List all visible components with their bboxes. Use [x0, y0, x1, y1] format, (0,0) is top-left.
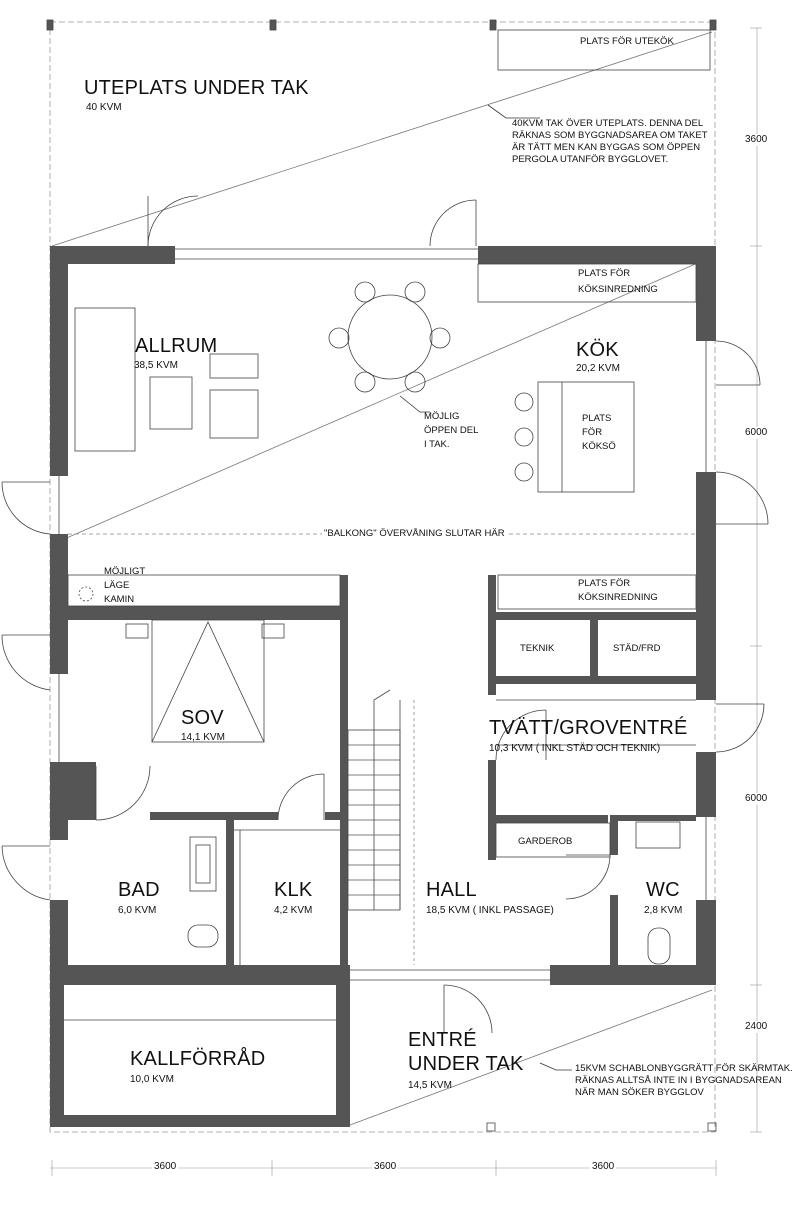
bad-area: 6,0 KVM: [118, 905, 157, 916]
kokso-1: PLATS: [582, 413, 612, 424]
uteplats-title: UTEPLATS UNDER TAK: [84, 77, 309, 99]
entre-note: 15KVM SCHABLONBYGGRÄTT FÖR SKÄRMTAK. RÄK…: [575, 1063, 793, 1098]
dim-bottom-3: 3600: [590, 1161, 617, 1173]
allrum-area: 38,5 KVM: [134, 360, 178, 371]
utekok-label: PLATS FÖR UTEKÖK: [580, 36, 674, 47]
kamin-3: KAMIN: [104, 594, 135, 605]
koksinredning-top-2: KÖKSINREDNING: [578, 284, 658, 295]
sov-name: SOV: [181, 707, 224, 729]
wc-area: 2,8 KVM: [644, 905, 683, 916]
wc-name: WC: [646, 879, 680, 901]
dim-bottom-1: 3600: [152, 1161, 179, 1173]
kok-name: KÖK: [576, 339, 619, 361]
koksinredning-top-1: PLATS FÖR: [578, 268, 631, 279]
koksinredning-mid-1: PLATS FÖR: [578, 578, 631, 589]
kamin-2: LÄGE: [104, 580, 130, 591]
teknik-label: TEKNIK: [520, 643, 555, 654]
stad-label: STÄD/FRD: [613, 643, 661, 654]
kallforrad-area: 10,0 KVM: [130, 1074, 174, 1085]
koksinredning-mid-2: KÖKSINREDNING: [578, 592, 658, 603]
kallforrad-name: KALLFÖRRÅD: [130, 1048, 266, 1070]
klk-area: 4,2 KVM: [274, 905, 313, 916]
oppen-3: I TAK.: [424, 439, 450, 450]
roof-diagonals: [51, 31, 713, 1126]
bad-name: BAD: [118, 879, 160, 901]
entre-title-2: UNDER TAK: [408, 1053, 524, 1075]
dim-bottom-2: 3600: [372, 1161, 399, 1173]
allrum-name: ALLRUM: [135, 335, 218, 357]
kokso-2: FÖR: [582, 427, 603, 438]
tak-note: 40KVM TAK ÖVER UTEPLATS. DENNA DEL RÄKNA…: [512, 118, 708, 165]
kok-area: 20,2 KVM: [576, 363, 620, 374]
walls: [50, 246, 716, 1127]
tvatt-area: 10,3 KVM ( INKL STÄD OCH TEKNIK): [489, 743, 661, 754]
tvatt-name: TVÄTT/GROVENTRÉ: [489, 717, 688, 739]
uteplats-area: 40 KVM: [86, 102, 122, 113]
dim-right-4: 2400: [745, 1021, 768, 1033]
sov-area: 14,1 KVM: [181, 732, 225, 743]
entre-area: 14,5 KVM: [408, 1080, 452, 1091]
kamin-1: MÖJLIGT: [104, 566, 146, 577]
dim-right-3: 6000: [745, 793, 768, 805]
dim-right-2: 6000: [745, 427, 768, 439]
garderob-label: GARDEROB: [518, 836, 573, 847]
dim-right-1: 3600: [745, 134, 768, 146]
entre-title-1: ENTRÉ: [408, 1029, 477, 1051]
kokso-3: KÖKSÖ: [582, 441, 616, 452]
balkong-label: "BALKONG" ÖVERVÅNING SLUTAR HÄR: [322, 528, 507, 540]
fixtures: [1, 19, 769, 1132]
oppen-2: ÖPPEN DEL: [424, 425, 479, 436]
hall-name: HALL: [426, 879, 477, 901]
hall-area: 18,5 KVM ( INKL PASSAGE): [426, 905, 554, 916]
klk-name: KLK: [274, 879, 313, 901]
oppen-1: MÖJLIG: [424, 411, 460, 422]
